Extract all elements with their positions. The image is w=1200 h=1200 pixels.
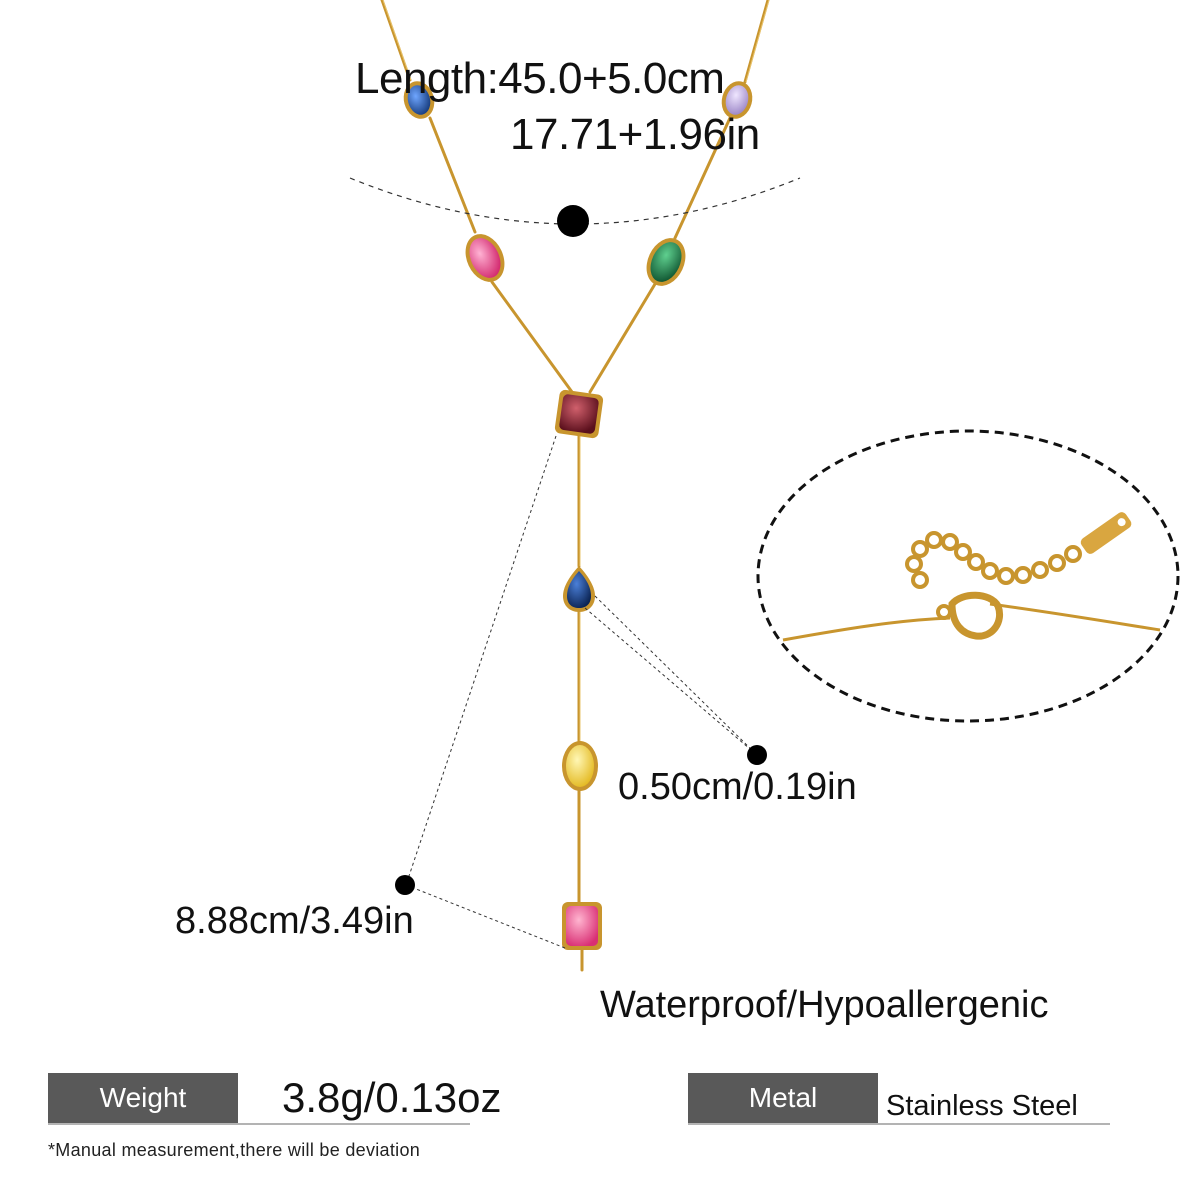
length-in-label: 17.71+1.96in — [510, 110, 760, 159]
clasp-detail-circle — [756, 429, 1180, 723]
gem-blue-top-left — [403, 81, 435, 119]
metal-label: Metal — [688, 1073, 878, 1123]
gem-yellow-oval — [562, 741, 598, 791]
weight-label: Weight — [48, 1073, 238, 1123]
gem-pink-left — [465, 234, 505, 282]
measurement-footnote: *Manual measurement,there will be deviat… — [48, 1140, 421, 1160]
stone-size-label: 0.50cm/0.19in — [618, 766, 857, 808]
gem-purple-top-right — [721, 81, 753, 119]
gem-garnet-center — [554, 389, 604, 439]
weight-value: 3.8g/0.13oz — [282, 1074, 502, 1121]
features-label: Waterproof/Hypoallergenic — [600, 984, 1049, 1026]
stone-size-leader — [584, 595, 758, 756]
metal-value: Stainless Steel — [886, 1090, 1078, 1122]
drop-length-dot — [395, 875, 415, 895]
drop-length-label: 8.88cm/3.49in — [175, 900, 414, 942]
gem-green-right — [646, 238, 686, 286]
length-marker-dot — [557, 205, 589, 237]
stone-size-dot — [747, 745, 767, 765]
length-cm-label: Length:45.0+5.0cm — [355, 54, 725, 103]
gem-sapphire-teardrop — [563, 566, 595, 612]
gem-rose-rectangle — [562, 902, 602, 950]
drop-length-leader — [405, 435, 566, 949]
chain — [380, 0, 770, 972]
